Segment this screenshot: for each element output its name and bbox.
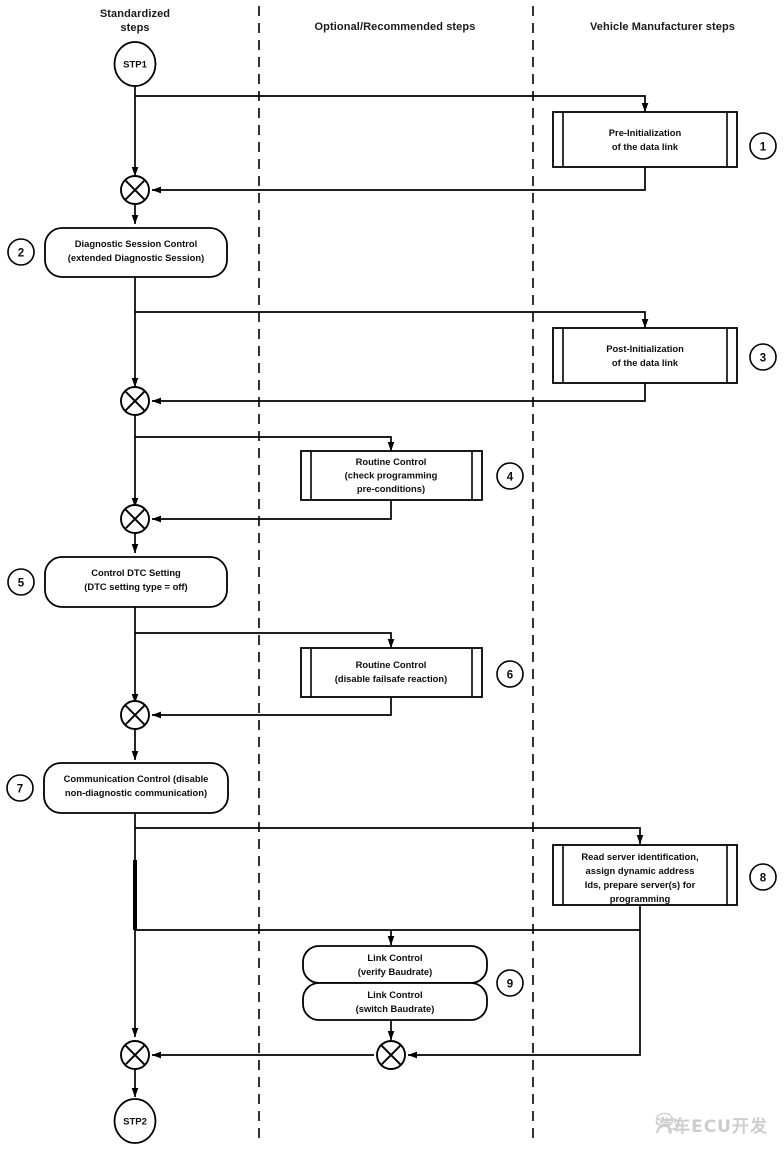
step-9-verify-line-1: Link Control	[367, 952, 422, 963]
step-4-number-badge: 4	[496, 462, 524, 490]
junction-3	[120, 504, 150, 534]
step-6-number-badge: 6	[496, 660, 524, 688]
step-5-line-1: Control DTC Setting	[91, 567, 181, 578]
step-8-line-1: Read server identification,	[581, 851, 698, 862]
step-1-number-badge: 1	[749, 132, 777, 160]
step-3-line-2: of the data link	[612, 357, 679, 368]
lane-title-optional: Optional/Recommended steps	[314, 21, 476, 33]
step-3-number-badge: 3	[749, 343, 777, 371]
step-2-number-badge: 2	[7, 238, 35, 266]
step-9-verify-line-2: (verify Baudrate)	[358, 966, 433, 977]
step-3-line-1: Post-Initialization	[606, 343, 684, 354]
terminator-start: STP1	[113, 41, 157, 87]
step-6-line-1: Routine Control	[356, 659, 427, 670]
lane-dividers	[258, 6, 534, 1145]
step-3-number: 3	[760, 353, 766, 365]
step-9-number: 9	[507, 979, 513, 991]
step-5-number: 5	[18, 578, 25, 590]
edge-to-step4	[135, 436, 395, 452]
connector-lines	[131, 86, 649, 1098]
edge-to-step1	[135, 95, 649, 113]
step-1-line-2: of the data link	[612, 141, 679, 152]
watermark-text: 汽车ECU开发	[655, 1117, 768, 1137]
step-4[interactable]: Routine Control (check programming pre-c…	[300, 450, 483, 501]
edge-to-step6	[135, 632, 395, 649]
step-4-line-1: Routine Control	[356, 456, 427, 467]
watermark: 汽车ECU开发	[655, 1112, 768, 1137]
step-3[interactable]: Post-Initialization of the data link	[552, 327, 738, 384]
step-4-line-2: (check programming	[345, 470, 438, 481]
edge-to-step3	[135, 311, 649, 329]
step-7-line-2: non-diagnostic communication)	[65, 787, 207, 798]
edge-step4-return	[151, 500, 392, 523]
step-1-number: 1	[760, 142, 767, 154]
lane-title-standardized-line2: steps	[120, 21, 150, 34]
step-7-line-1: Communication Control (disable	[64, 773, 209, 784]
step-6[interactable]: Routine Control (disable failsafe reacti…	[300, 647, 483, 698]
junction-5	[376, 1040, 406, 1070]
step-9-switch-line-2: (switch Baudrate)	[356, 1003, 435, 1014]
junction-4	[120, 700, 150, 730]
step-2-number: 2	[18, 248, 24, 260]
step-7[interactable]: Communication Control (disable non-diagn…	[43, 762, 229, 814]
lane-title-standardized-line1: Standardized	[99, 8, 171, 20]
step-5-line-2: (DTC setting type = off)	[84, 581, 187, 592]
step-7-number-badge: 7	[6, 774, 34, 802]
step-5-number-badge: 5	[7, 568, 35, 596]
step-8-number-badge: 8	[749, 863, 777, 891]
terminator-start-label: STP1	[123, 60, 147, 71]
lane-title-oem: Vehicle Manufacturer steps	[589, 21, 736, 33]
step-2[interactable]: Diagnostic Session Control (extended Dia…	[44, 227, 228, 278]
step-8-line-3: Ids, prepare server(s) for	[585, 879, 696, 890]
step-7-number: 7	[17, 784, 23, 796]
step-6-number: 6	[507, 670, 513, 682]
step-9-verify-baudrate[interactable]: Link Control (verify Baudrate)	[302, 945, 488, 984]
step-6-line-2: (disable failsafe reaction)	[335, 673, 448, 684]
wechat-logo-icon	[655, 1112, 680, 1132]
terminator-end-label: STP2	[123, 1117, 147, 1128]
edge-step3-return	[151, 383, 646, 405]
step-8-number: 8	[760, 873, 767, 885]
step-4-line-3: pre-conditions)	[357, 483, 425, 494]
junction-6	[120, 1040, 150, 1070]
step-2-line-1: Diagnostic Session Control	[75, 238, 197, 249]
step-4-number: 4	[507, 472, 514, 484]
terminator-end: STP2	[113, 1098, 157, 1144]
edge-to-step8	[135, 827, 644, 845]
step-9-number-badge: 9	[496, 969, 524, 997]
step-1[interactable]: Pre-Initialization of the data link	[552, 111, 738, 168]
step-9-switch-baudrate[interactable]: Link Control (switch Baudrate)	[302, 982, 488, 1021]
junction-2	[120, 386, 150, 416]
step-2-line-2: (extended Diagnostic Session)	[68, 252, 205, 263]
step-9-switch-line-1: Link Control	[367, 989, 422, 1000]
edge-step6-return	[151, 697, 392, 719]
step-8-line-4: programming	[610, 893, 671, 904]
step-1-line-1: Pre-Initialization	[609, 127, 682, 138]
step-8-line-2: assign dynamic address	[586, 865, 695, 876]
step-5[interactable]: Control DTC Setting (DTC setting type = …	[44, 556, 228, 608]
edge-step1-return	[151, 167, 646, 194]
edge-step8-return	[407, 905, 641, 1059]
step-8[interactable]: Read server identification, assign dynam…	[552, 844, 738, 906]
junction-1	[120, 175, 150, 205]
lane-title-standardized: Standardized steps	[70, 8, 200, 36]
